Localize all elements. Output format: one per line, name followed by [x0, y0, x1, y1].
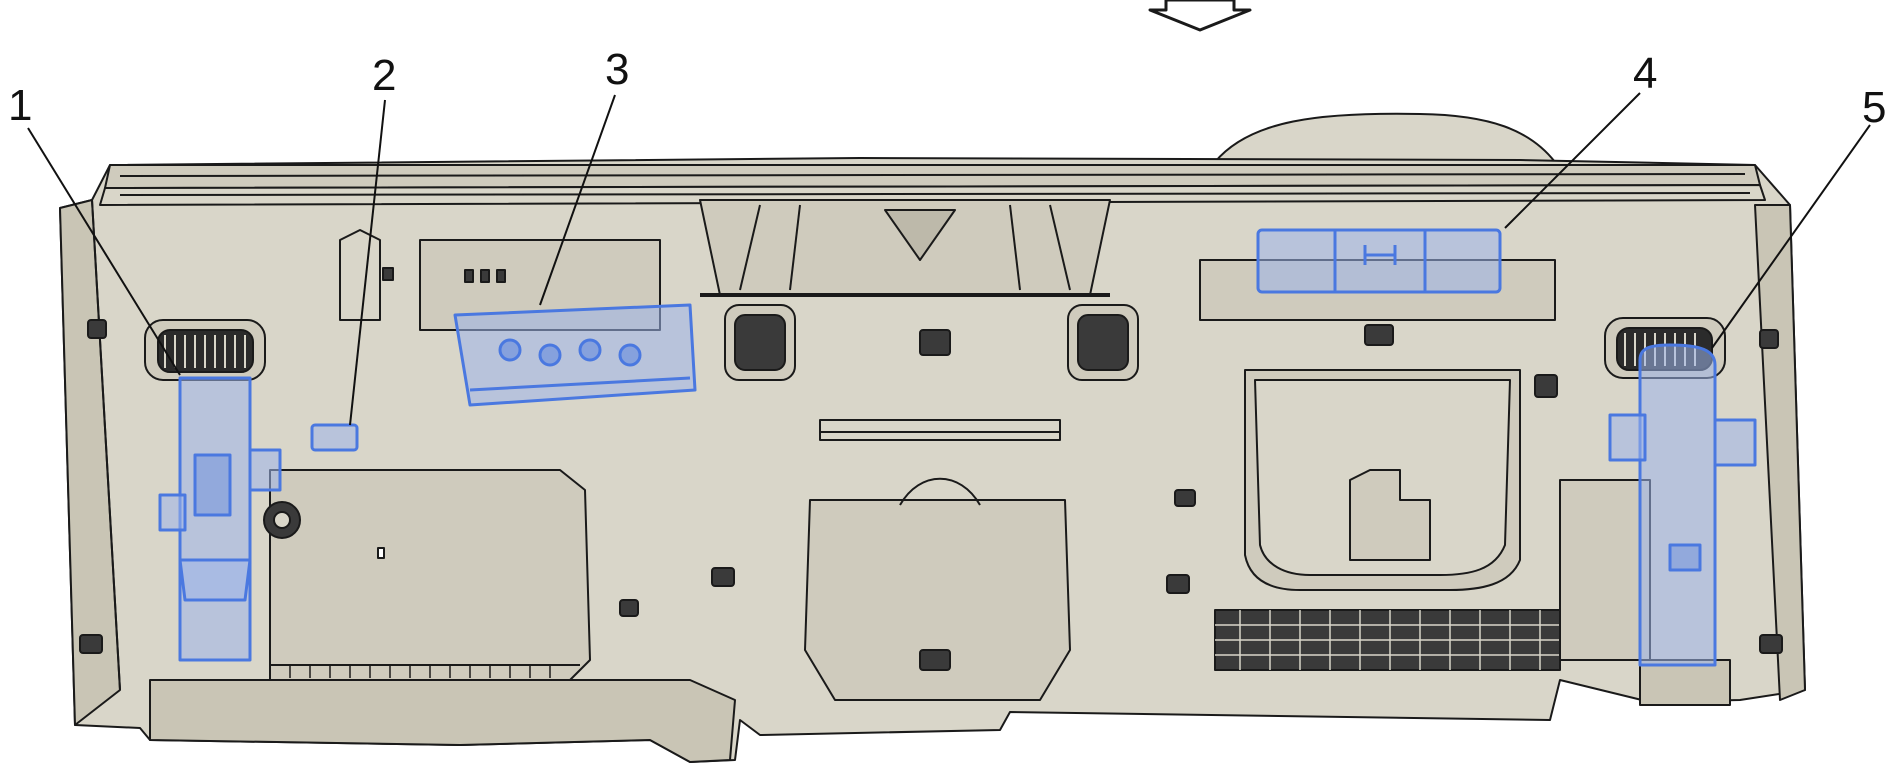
callout-label-4: 4 — [1633, 49, 1657, 98]
center-right-vent — [1067, 304, 1139, 381]
leader-5 — [1711, 124, 1871, 349]
highlighted-components — [158, 228, 1757, 667]
component-3-highlight — [453, 303, 697, 407]
center-stack — [804, 499, 1071, 701]
leader-3 — [539, 94, 616, 306]
leader-1 — [27, 127, 181, 376]
component-5-highlight — [1608, 343, 1757, 667]
callout-label-5: 5 — [1862, 83, 1886, 132]
component-1-highlight — [158, 376, 282, 662]
callout-labels: 1 2 3 4 5 — [8, 45, 1886, 132]
component-4-highlight — [1256, 228, 1502, 294]
center-left-vent — [724, 304, 796, 381]
leader-4 — [1504, 92, 1641, 229]
callout-label-1: 1 — [8, 81, 32, 130]
callout-label-3: 3 — [605, 45, 629, 94]
callout-label-2: 2 — [372, 51, 396, 100]
leader-2 — [349, 99, 386, 426]
left-air-vent — [144, 319, 266, 381]
arrow-down-icon — [1148, 0, 1252, 32]
callout-leaders — [27, 92, 1871, 426]
driver-knee-bolster — [269, 469, 591, 681]
center-hood — [1214, 112, 1556, 163]
component-2-highlight — [310, 423, 359, 452]
lower-driver-duct — [149, 679, 736, 763]
instrument-panel — [59, 112, 1806, 763]
